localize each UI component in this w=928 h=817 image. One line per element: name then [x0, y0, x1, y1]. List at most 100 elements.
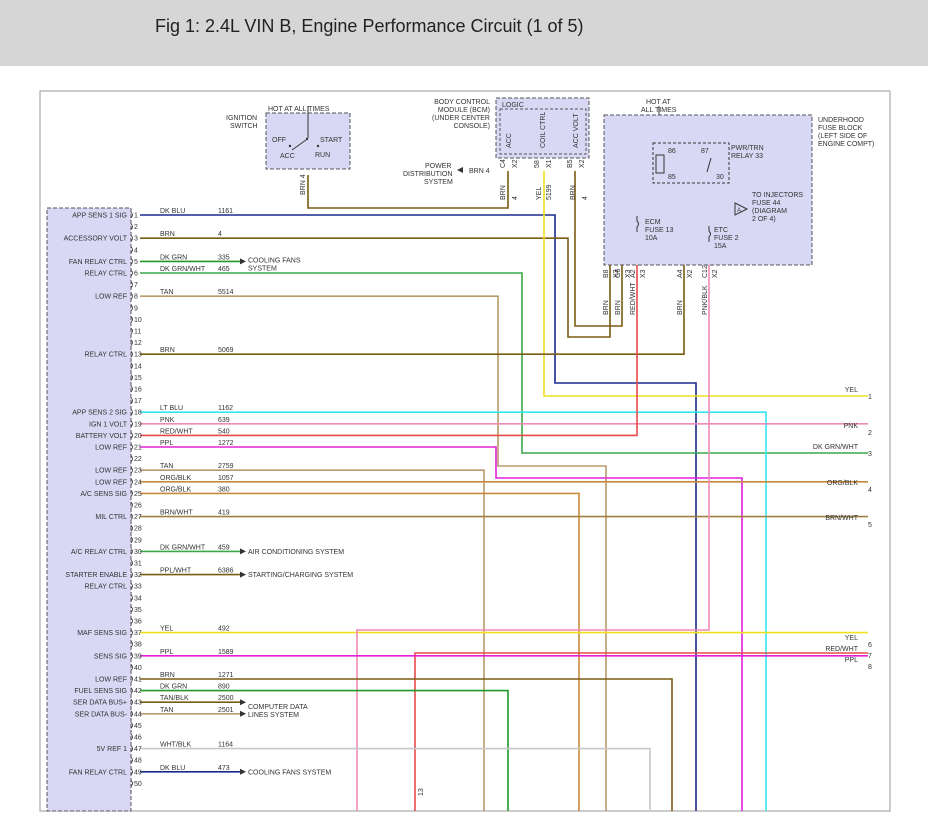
fuse-block-label-line: ENGINE COMPT): [818, 141, 874, 148]
relay-pin-30: 30: [716, 174, 724, 181]
wire-circuit-label: 1161: [218, 208, 233, 215]
injector-ref-triangle: [734, 202, 749, 216]
ecm-pin-number: 3: [134, 236, 138, 243]
ecm-pin-number: 43: [134, 700, 142, 707]
bottom-ref-label: 13: [418, 788, 425, 796]
destination-label: COOLING FANS: [248, 257, 301, 264]
fuse-pin-code: B8: [603, 269, 610, 278]
relay-number: RELAY 33: [731, 153, 763, 160]
destination-label: COOLING FANS SYSTEM: [248, 769, 331, 776]
ecm-pin-number: 15: [134, 375, 142, 382]
ecm-pin-label: LOW REF: [95, 468, 127, 475]
ecm-pin-number: 49: [134, 769, 142, 776]
wire-circuit-label: 890: [218, 684, 230, 691]
ecm-pin-connector: [130, 466, 133, 474]
wire-circuit-label: 5069: [218, 347, 234, 354]
ecm-pin-connector: [130, 432, 133, 439]
ecm-pin-label: FAN RELAY CTRL: [69, 769, 127, 776]
wire-color-label: DK GRN/WHT: [160, 544, 206, 551]
wire-color-label: TAN: [160, 289, 173, 296]
ecm-pin-connector: [130, 385, 133, 393]
ecm-pin-connector: [130, 362, 133, 370]
power-wire-label: BRN 4: [469, 168, 490, 175]
ecm-pin-label: LOW REF: [95, 479, 127, 486]
ecm-pin-number: 32: [134, 572, 142, 579]
wire-battery-volt: [140, 265, 638, 437]
ecm-pin-connector: [130, 722, 133, 729]
wire-red-wht-7: [414, 652, 868, 811]
etc-fuse-label: 15A: [714, 243, 727, 250]
ecm-pin-connector: [130, 455, 133, 462]
ecm-pin-label: STARTER ENABLE: [65, 572, 127, 579]
wire-color-label: DK BLU: [160, 208, 185, 215]
bcm-label-line: BODY CONTROL: [434, 99, 490, 106]
ecm-pin-connector: [130, 397, 133, 404]
ecm-pin-label: FUEL SENS SIG: [74, 688, 127, 695]
wire-color-label: DK BLU: [160, 765, 185, 772]
power-distribution-label: DISTRIBUTION: [403, 171, 452, 178]
ecm-pin-number: 18: [134, 410, 142, 417]
ecm-pin-connector: [130, 443, 133, 451]
wire-yel-1: [543, 171, 868, 397]
ecm-pin-number: 23: [134, 468, 142, 475]
ecm-pin-connector: [130, 664, 133, 671]
ignition-switch-label: IGNITION: [226, 115, 257, 122]
ecm-pin-number: 5: [134, 259, 138, 266]
ecm-pin-number: 31: [134, 561, 142, 568]
destination-arrow: [240, 548, 246, 555]
relay-switch-contact: [706, 157, 712, 173]
ecm-pin-connector: [130, 582, 133, 590]
ecm-pin-number: 26: [134, 503, 142, 510]
output-number: 1: [868, 394, 872, 401]
fuse-out-wire-label: BRN: [615, 300, 622, 315]
fuse-out-wire-label: BRN: [677, 300, 684, 315]
wire-circuit-label: 2759: [218, 463, 234, 470]
bcm-label-line: MODULE (BCM): [438, 107, 490, 114]
bcm-logic-box: [499, 108, 587, 155]
ecm-pin-label: APP SENS 1 SIG: [72, 213, 127, 220]
ecm-pin-connector: [130, 733, 133, 741]
ecm-pin-connector: [130, 327, 133, 335]
wire-circuit-label: 335: [218, 254, 230, 261]
ecm-pin-connector: [130, 374, 133, 381]
wire-circuit-label: 5514: [218, 289, 234, 296]
ecm-pin-number: 46: [134, 735, 142, 742]
output-number: 7: [868, 653, 872, 660]
relay-pin-85: 85: [668, 174, 676, 181]
ecm-pin-number: 39: [134, 653, 142, 660]
wire-color-label: ORG/BLK: [160, 486, 191, 493]
wire-circuit-label: 1164: [218, 742, 233, 749]
wire-circuit-label: 492: [218, 626, 230, 633]
fuse-pin-code: C12: [702, 265, 709, 278]
output-wire-color: DK GRN/WHT: [813, 444, 859, 451]
ecm-pin-number: 37: [134, 630, 142, 637]
destination-label: COMPUTER DATA: [248, 704, 308, 711]
wire-ac-sens-sig: [140, 492, 580, 811]
destination-label: SYSTEM: [248, 265, 277, 272]
ecm-fuse-symbol: [636, 216, 639, 232]
injector-ref-letter: A: [737, 208, 741, 214]
relay-pin-87: 87: [701, 148, 709, 155]
ecm-pin-connector: [130, 559, 133, 567]
output-number: 2: [868, 430, 872, 437]
power-distribution-arrow: [457, 167, 463, 173]
destination-label: STARTING/CHARGING SYSTEM: [248, 572, 353, 579]
injector-label-line: TO INJECTORS: [752, 192, 803, 199]
ecm-pin-number: 9: [134, 305, 138, 312]
ecm-pin-number: 19: [134, 421, 142, 428]
etc-fuse-symbol: [708, 226, 711, 242]
wire-color-label: BRN: [160, 231, 175, 238]
ignition-run-label: RUN: [315, 152, 330, 159]
wire-color-label: YEL: [160, 626, 173, 633]
bcm-pin-code: C4: [500, 159, 507, 168]
ecm-pin-connector: [130, 640, 133, 648]
wire-circuit-label: 459: [218, 544, 230, 551]
ecm-pin-number: 12: [134, 340, 142, 347]
ecm-pin-label: RELAY CTRL: [84, 271, 127, 278]
wire-circuit-label: 1057: [218, 475, 234, 482]
ecm-pin-number: 48: [134, 758, 142, 765]
ignition-switch-label: SWITCH: [230, 123, 258, 130]
ignition-hot-label: HOT AT ALL TIMES: [268, 106, 330, 113]
wire-circuit-label: 1162: [218, 405, 233, 412]
